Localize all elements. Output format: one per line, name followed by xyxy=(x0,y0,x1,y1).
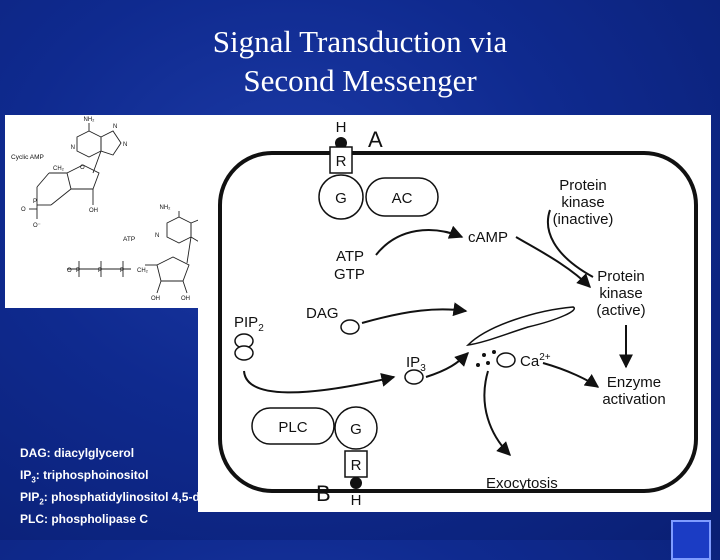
legend-item-pip2: PIP2: phosphatidylinositol 4,5-diphospha… xyxy=(20,489,264,507)
atp-p-3: P xyxy=(120,268,124,274)
pathway-diagram: A H R G AC ATP GTP cAMP Protein kinase (… xyxy=(218,119,698,509)
atp-oh-1: OH xyxy=(151,296,160,302)
hormone-b-label: H xyxy=(351,492,362,509)
receptor-a xyxy=(329,146,353,174)
ca-molecule xyxy=(496,352,516,368)
ip3-molecule xyxy=(404,369,424,385)
title-line-2: Second Messenger xyxy=(243,63,477,98)
plc-label: PLC xyxy=(278,419,307,436)
ca-to-enzyme-arrow xyxy=(542,362,600,388)
hormone-a-dot xyxy=(335,137,347,149)
ca-to-exocytosis-arrow xyxy=(483,370,511,456)
endoplasmic-reticulum xyxy=(465,306,576,347)
g-protein-b xyxy=(334,406,378,450)
gtp-label: GTP xyxy=(334,266,365,283)
adenylate-cyclase xyxy=(365,177,439,217)
camp-oh: OH xyxy=(89,208,98,214)
atp-adenine-ring xyxy=(166,216,192,244)
camp-n3: N xyxy=(113,124,117,130)
atp-label: ATP xyxy=(336,248,364,265)
dag-label: DAG xyxy=(306,305,339,322)
camp-ribose-ring xyxy=(66,164,100,190)
camp-neg-o: O⁻ xyxy=(33,223,41,229)
receptor-b-label: R xyxy=(351,457,362,474)
dag-molecule xyxy=(340,319,360,335)
pip2-to-ip3-arrow xyxy=(243,370,396,394)
adenylate-cyclase-label: AC xyxy=(392,190,413,207)
atp-p-2: P xyxy=(98,268,102,274)
atp-ribose-ring xyxy=(156,256,190,282)
pk-inactive-line-2: kinase xyxy=(561,194,604,211)
g-protein-a xyxy=(318,174,364,220)
camp-ch2: CH₂ xyxy=(53,166,65,172)
hormone-b-dot xyxy=(350,477,362,489)
pk-active-line-2: kinase xyxy=(599,285,642,302)
pathway-b-label: B xyxy=(316,481,331,506)
atp-p-1: P xyxy=(76,268,80,274)
atp-n1: N xyxy=(155,233,159,239)
atp-ch2: CH₂ xyxy=(137,268,149,274)
camp-imidazole-ring xyxy=(100,130,122,156)
camp-o-double: O xyxy=(21,207,26,213)
pathway-diagram-panel: A H R G AC ATP GTP cAMP Protein kinase (… xyxy=(198,115,711,512)
camp-ring-o: O xyxy=(80,165,85,171)
pk-inactive-line-3: (inactive) xyxy=(553,211,614,228)
cyclic-amp-label: Cyclic AMP xyxy=(11,154,44,161)
atp-o-1: O xyxy=(67,268,72,274)
atp-structure-label: ATP xyxy=(123,236,135,243)
g-protein-b-label: G xyxy=(350,421,362,438)
slide-nav-button[interactable] xyxy=(671,520,711,560)
enzyme-line-2: activation xyxy=(602,391,665,408)
camp-n2: N xyxy=(123,142,127,148)
camp-p: P xyxy=(33,199,37,205)
atp-nh2: NH₂ xyxy=(160,205,172,211)
atp-oh-2: OH xyxy=(181,296,190,302)
pk-inactive-to-active-curve xyxy=(546,209,594,278)
cell-membrane xyxy=(218,151,698,493)
camp-label: cAMP xyxy=(468,229,508,246)
hormone-a-label: H xyxy=(336,119,347,136)
camp-to-pk-arrow xyxy=(515,236,591,288)
legend-item-plc: PLC: phospholipase C xyxy=(20,511,149,526)
pip2-molecule-2 xyxy=(234,345,254,361)
atp-to-camp-arrow xyxy=(375,225,464,256)
pathway-a-label: A xyxy=(368,127,383,152)
abbreviation-legend: DAG: diacylglycerol IP3: triphosphoinosi… xyxy=(20,445,264,533)
slide-title: Signal Transduction via Second Messenger xyxy=(0,22,720,100)
receptor-a-label: R xyxy=(336,153,347,170)
legend-item-dag: DAG: diacylglycerol xyxy=(20,446,135,460)
ca-label: Ca2+ xyxy=(520,352,551,370)
title-line-1: Signal Transduction via xyxy=(212,24,508,59)
phospholipase-c xyxy=(251,407,335,445)
pip2-label: PIP2 xyxy=(234,314,264,334)
pk-active-line-1: Protein xyxy=(597,268,645,285)
pk-active-line-3: (active) xyxy=(596,302,645,319)
ip3-label: IP3 xyxy=(406,354,426,374)
camp-nh2: NH₂ xyxy=(84,117,96,123)
ip3-to-er-arrow xyxy=(425,352,469,378)
enzyme-line-1: Enzyme xyxy=(607,374,661,391)
camp-adenine-ring xyxy=(76,130,102,158)
pk-inactive-line-1: Protein xyxy=(559,177,607,194)
exocytosis-label: Exocytosis xyxy=(486,475,558,492)
camp-n1: N xyxy=(71,145,75,151)
g-protein-a-label: G xyxy=(335,190,347,207)
legend-item-ip3: IP3: triphosphoinositol xyxy=(20,467,149,485)
chemical-structures-figure: NH₂ N N N O CH₂ P O O⁻ OH NH₂ N OH O P P… xyxy=(11,117,210,302)
chemical-structures-panel: NH₂ N N N O CH₂ P O O⁻ OH NH₂ N OH O P P… xyxy=(5,115,210,308)
dag-arrow xyxy=(361,302,468,324)
